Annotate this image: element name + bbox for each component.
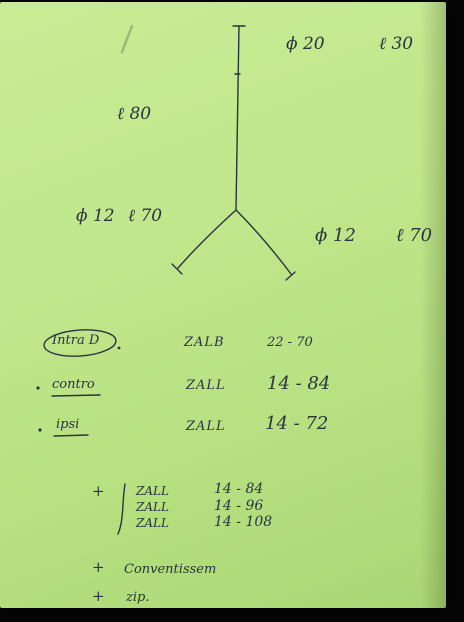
- group-code: ZALL: [136, 484, 169, 498]
- bullet-dot: [117, 346, 121, 350]
- row-label-contro: contro: [52, 377, 95, 392]
- right-branch-cap: [285, 271, 296, 281]
- label-circle: [43, 329, 117, 357]
- row-range: 22 - 70: [267, 335, 313, 350]
- bullet-dot: [36, 386, 40, 390]
- group-code: ZALL: [136, 500, 169, 514]
- group-code: ZALL: [136, 516, 169, 530]
- stem-length-label: ℓ 80: [117, 104, 152, 124]
- extra-item: zip.: [126, 590, 150, 605]
- group-range: 14 - 84: [214, 481, 264, 497]
- row-code: ZALL: [186, 378, 226, 393]
- row-range: 14 - 72: [265, 413, 329, 434]
- paper-shadow: [420, 2, 446, 608]
- bullet-dot: [38, 428, 42, 432]
- underline-contro: [51, 394, 101, 397]
- group-bracket: [117, 483, 126, 535]
- paper-sheet: ϕ 20 ℓ 30 ℓ 80 ϕ 12 ℓ 70 ϕ 12 ℓ 70 Intra…: [0, 2, 446, 608]
- left-branch-line: [177, 209, 237, 269]
- top-length-label: ℓ 30: [379, 34, 414, 54]
- extra-item: Conventissem: [124, 562, 217, 577]
- group-range: 14 - 108: [214, 514, 273, 530]
- right-branch-line: [235, 209, 292, 275]
- pen-smudge: [120, 24, 134, 54]
- top-diameter-label: ϕ 20: [286, 34, 325, 54]
- right-length-label: ℓ 70: [396, 225, 433, 246]
- left-branch-cap: [171, 263, 183, 275]
- y-branch-sketch: [36, 24, 296, 535]
- row-label-ipsi: ipsi: [56, 417, 80, 432]
- main-stem-line: [235, 25, 240, 211]
- row-range: 14 - 84: [267, 373, 331, 394]
- left-length-label: ℓ 70: [128, 206, 163, 226]
- left-diameter-label: ϕ 12: [76, 206, 115, 226]
- group-range: 14 - 96: [214, 498, 264, 514]
- plus-sign: +: [92, 587, 105, 605]
- plus-sign: +: [92, 482, 105, 500]
- plus-sign: +: [92, 558, 105, 576]
- underline-ipsi: [53, 434, 89, 437]
- row-code: ZALB: [184, 335, 225, 350]
- right-diameter-label: ϕ 12: [315, 225, 356, 246]
- row-label-intra: Intra D: [52, 333, 100, 348]
- row-code: ZALL: [186, 419, 226, 434]
